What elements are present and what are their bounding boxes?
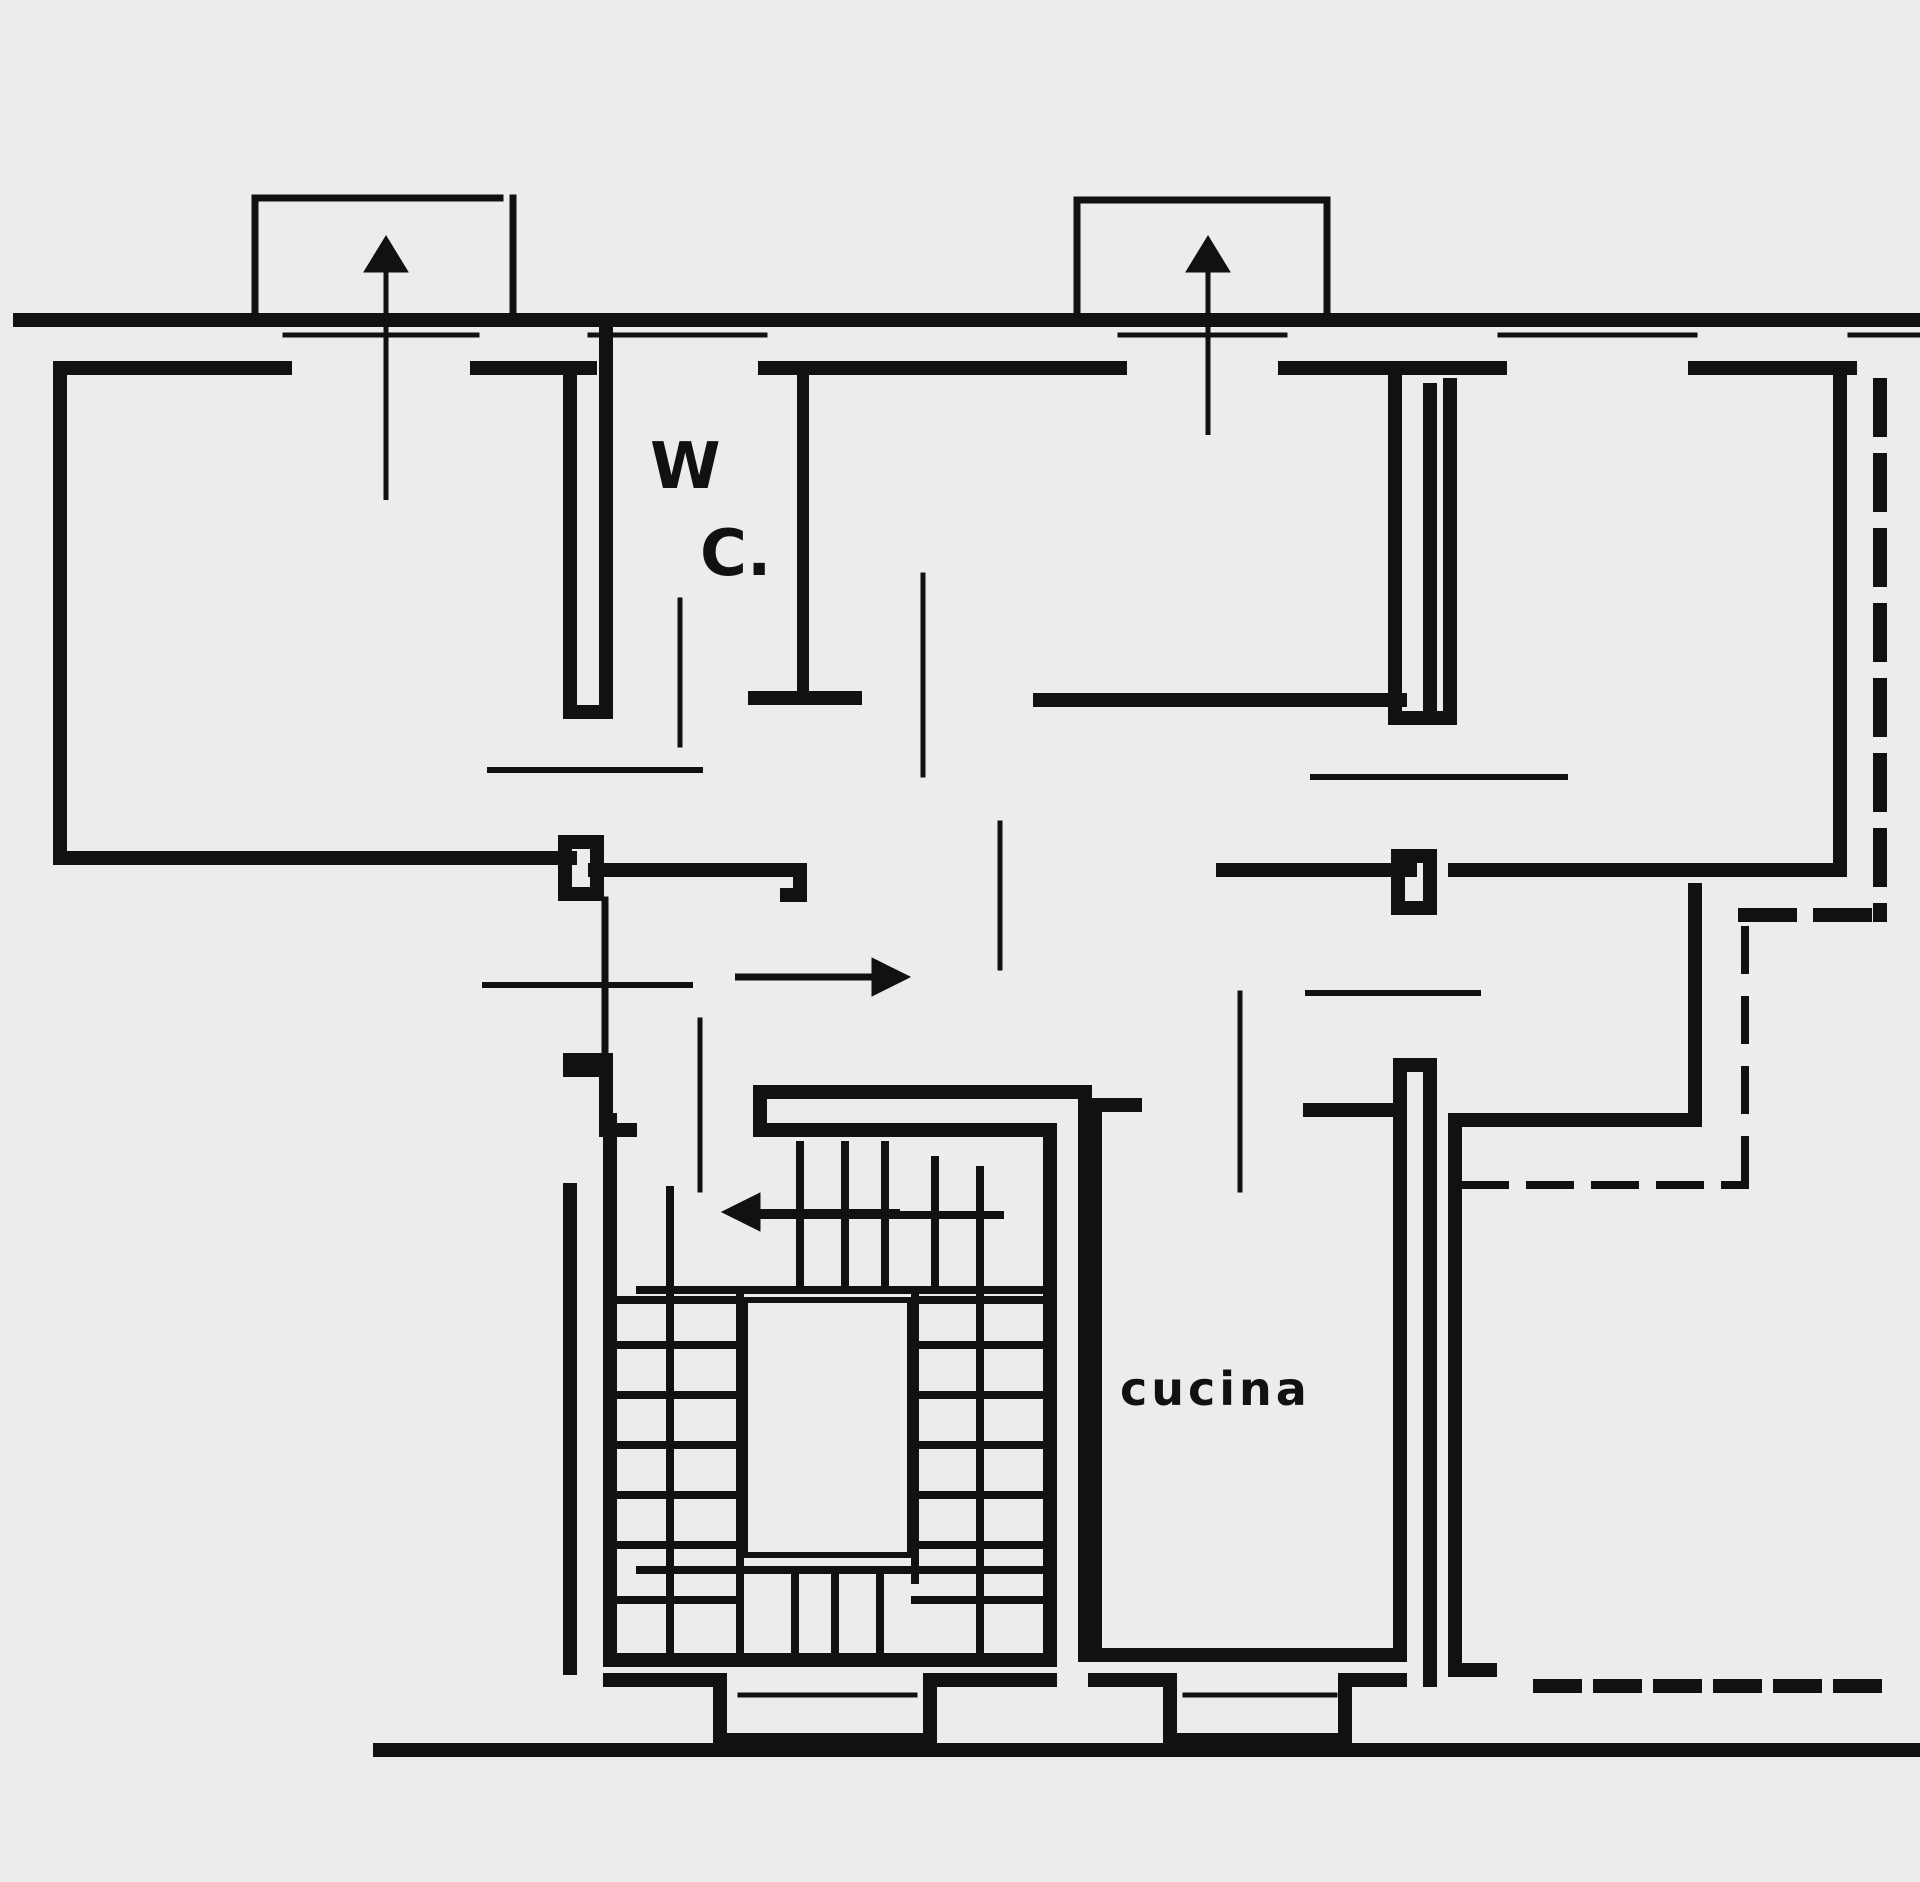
room-wc bbox=[677, 369, 862, 748]
right-area bbox=[1448, 378, 1907, 1693]
door-thresholds bbox=[482, 767, 1568, 996]
left-arrow-icon bbox=[720, 1192, 900, 1232]
room-bedroom-right bbox=[1423, 361, 1847, 877]
bottom-facade bbox=[373, 1673, 1920, 1757]
corridor bbox=[588, 820, 1417, 1193]
stair-walls bbox=[563, 1053, 1092, 1675]
room-bedroom-left bbox=[53, 313, 613, 865]
stair-treads bbox=[616, 1141, 1044, 1664]
pillar-left bbox=[558, 835, 604, 901]
wc-label-w: W bbox=[650, 430, 721, 504]
up-arrow-icon bbox=[363, 235, 409, 500]
balcony-center bbox=[1073, 196, 1331, 322]
arrows bbox=[363, 235, 1231, 1232]
room-bedroom-center bbox=[920, 361, 1437, 778]
balcony-left bbox=[251, 194, 517, 322]
room-kitchen bbox=[1088, 1058, 1437, 1687]
kitchen-label: cucina bbox=[1120, 1362, 1311, 1416]
walls bbox=[13, 194, 1920, 1757]
wc-label-c: C. bbox=[700, 517, 771, 591]
right-arrow-icon bbox=[735, 957, 912, 997]
pillar-right bbox=[1391, 849, 1437, 915]
up-arrow-icon bbox=[1185, 235, 1231, 435]
